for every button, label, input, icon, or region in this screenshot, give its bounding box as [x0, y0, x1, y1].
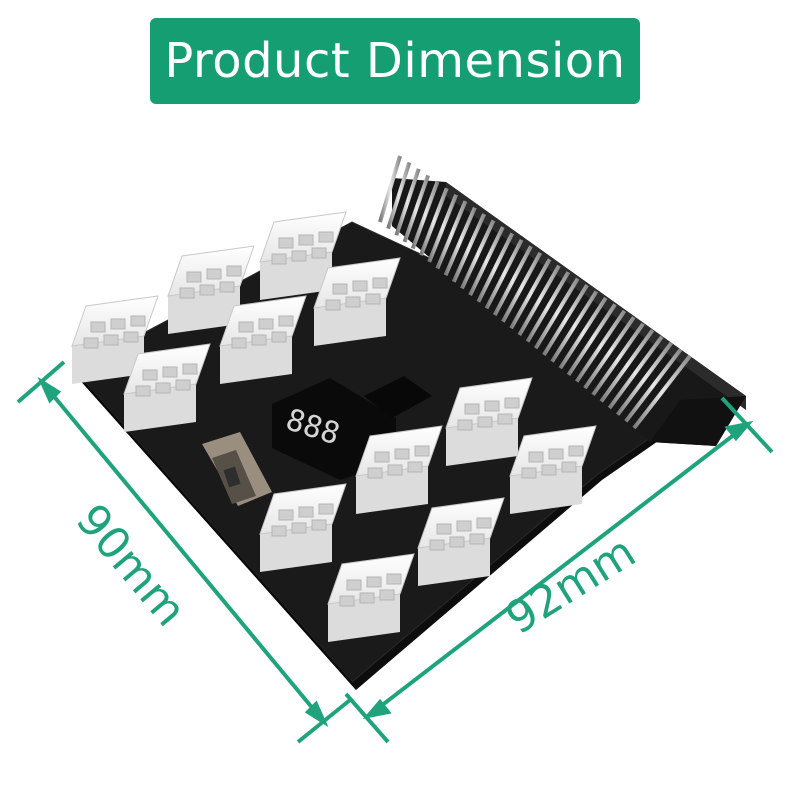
connector-pin: [525, 271, 571, 343]
connector-pin: [509, 258, 552, 330]
connectors: [71, 211, 597, 642]
slide-switch-icon[interactable]: [202, 432, 272, 506]
edge-slot-icon: [378, 155, 746, 446]
connector-pin: [460, 219, 496, 290]
connector-pin: [378, 155, 402, 223]
6-pin-connector-icon: [417, 497, 505, 586]
connector-pin: [410, 181, 440, 250]
6-pin-connector-icon: [509, 425, 597, 514]
connector-pin: [492, 245, 533, 316]
connector-pin: [566, 303, 617, 376]
connector-pin: [574, 309, 627, 383]
connector-pin: [616, 341, 673, 416]
connector-pin: [419, 187, 449, 256]
6-pin-connector-icon: [71, 295, 159, 384]
dimension-line-left: [16, 360, 352, 744]
connector-pin: [591, 322, 645, 396]
connector-pin: [476, 232, 515, 303]
6-pin-connector-icon: [259, 483, 347, 572]
connector-pin: [427, 193, 458, 263]
connector-pin: [517, 264, 561, 336]
connector-pin: [435, 200, 468, 270]
ic-chip-icon: [364, 376, 432, 418]
connector-pin: [599, 329, 655, 403]
connector-pins: [378, 155, 692, 430]
6-pin-connector-icon: [259, 211, 347, 300]
connector-pin: [632, 354, 692, 430]
connector-pin: [542, 283, 589, 356]
connector-pin: [402, 174, 430, 243]
6-pin-connector-icon: [355, 425, 443, 514]
connector-pin: [501, 251, 543, 323]
connector-pin: [533, 277, 580, 350]
connector-pin: [386, 161, 412, 230]
connector-pin: [451, 213, 487, 283]
6-pin-connector-icon: [327, 553, 415, 642]
6-pin-connector-icon: [219, 295, 307, 384]
connector-pin: [484, 238, 524, 310]
connector-pin: [558, 296, 608, 370]
connector-pin: [443, 206, 477, 276]
title-banner: Product Dimension: [150, 18, 640, 104]
connector-pin: [468, 226, 505, 296]
connector-pin: [624, 348, 683, 423]
6-pin-connector-icon: [123, 343, 211, 432]
page-title: Product Dimension: [164, 33, 626, 89]
connector-pin: [607, 335, 664, 410]
connector-pin: [583, 316, 636, 390]
6-pin-connector-icon: [167, 245, 255, 334]
connector-pin: [394, 168, 421, 236]
connector-pin: [550, 290, 599, 363]
6-pin-connector-icon: [313, 257, 401, 346]
dimension-line-right: [344, 396, 774, 744]
6-pin-connector-icon: [445, 377, 533, 466]
